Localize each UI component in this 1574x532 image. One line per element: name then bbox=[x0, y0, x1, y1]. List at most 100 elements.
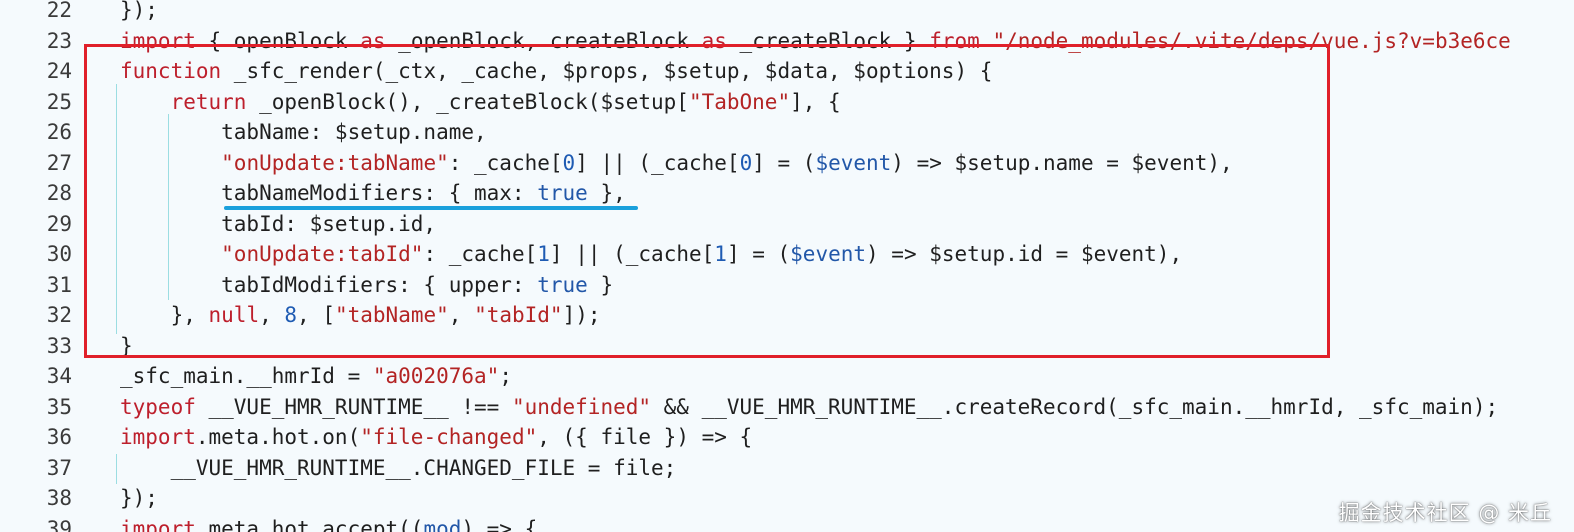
code-token: $event bbox=[790, 242, 867, 266]
code-token: , [ bbox=[297, 303, 335, 327]
line-number: 33 bbox=[46, 333, 72, 358]
code-token: "a002076a" bbox=[372, 364, 500, 388]
code-token: }); bbox=[120, 486, 158, 510]
code-token: ) => $setup.name = $event), bbox=[891, 150, 1233, 175]
code-line[interactable]: 29 tabId: $setup.id, bbox=[0, 209, 1574, 239]
code-token: typeof bbox=[120, 394, 196, 419]
code-token: ) => $setup.id = $event), bbox=[866, 242, 1183, 266]
indent-guide bbox=[116, 84, 117, 334]
code-token: mod bbox=[423, 516, 462, 532]
line-number: 34 bbox=[46, 364, 72, 388]
code-text: import.meta.hot.on("file-changed", ({ fi… bbox=[120, 422, 752, 452]
code-token: "undefined" bbox=[511, 394, 652, 419]
code-token: } bbox=[120, 333, 133, 358]
code-token: ; bbox=[499, 364, 512, 388]
code-token: tabId: $setup.id, bbox=[120, 211, 437, 236]
annotation-underline bbox=[224, 206, 638, 210]
code-line[interactable]: 38}); bbox=[0, 483, 1574, 513]
code-token: }, bbox=[120, 303, 209, 327]
code-token: "TabOne" bbox=[688, 89, 791, 114]
code-text: import { openBlock as _openBlock, create… bbox=[120, 26, 1511, 56]
code-token bbox=[980, 29, 993, 53]
code-token: from bbox=[929, 28, 980, 53]
line-number: 32 bbox=[46, 303, 72, 327]
line-number: 26 bbox=[46, 120, 72, 144]
code-token: _createBlock } bbox=[726, 28, 930, 53]
code-token: , ({ file }) => { bbox=[537, 425, 753, 449]
code-line[interactable]: 35 typeof __VUE_HMR_RUNTIME__ !== "undefi… bbox=[0, 392, 1574, 422]
line-number: 28 bbox=[46, 181, 72, 205]
indent-guide bbox=[168, 114, 169, 300]
code-token: as bbox=[360, 28, 386, 53]
code-token: && __VUE_HMR_RUNTIME__.createRecord(_sfc… bbox=[651, 394, 1499, 419]
line-number: 35 bbox=[46, 394, 72, 419]
line-number: 27 bbox=[46, 150, 72, 175]
code-token: 0 bbox=[739, 150, 753, 175]
code-token: .meta.hot.on( bbox=[195, 425, 361, 449]
code-text: } bbox=[120, 331, 133, 361]
code-line[interactable]: 31 tabIdModifiers: { upper: true } bbox=[0, 270, 1574, 300]
code-token: { openBlock bbox=[195, 28, 361, 53]
code-line[interactable]: 30 "onUpdate:tabId": _cache[1] || (_cach… bbox=[0, 239, 1574, 269]
line-number: 38 bbox=[46, 486, 72, 510]
code-text: _sfc_main.__hmrId = "a002076a"; bbox=[120, 361, 512, 391]
code-line[interactable]: 33} bbox=[0, 331, 1574, 361]
code-text: tabNameModifiers: { max: true }, bbox=[120, 178, 626, 208]
watermark: 掘金技术社区 @ 米丘 bbox=[1338, 501, 1552, 525]
code-text: "onUpdate:tabName": _cache[0] || (_cache… bbox=[120, 148, 1233, 178]
line-number: 22 bbox=[46, 0, 72, 22]
code-token: true bbox=[537, 272, 588, 297]
line-number: 29 bbox=[46, 211, 72, 236]
code-line[interactable]: 34 _sfc_main.__hmrId = "a002076a"; bbox=[0, 361, 1574, 391]
code-text: typeof __VUE_HMR_RUNTIME__ !== "undefine… bbox=[120, 392, 1498, 422]
code-line[interactable]: 32 }, null, 8, ["tabName", "tabId"]); bbox=[0, 300, 1574, 330]
code-token: } bbox=[587, 272, 614, 297]
code-line[interactable]: 28 tabNameModifiers: { max: true }, bbox=[0, 178, 1574, 208]
code-line[interactable]: 26 tabName: $setup.name, bbox=[0, 117, 1574, 147]
code-token: ] || (_cache[ bbox=[549, 242, 715, 266]
code-text: }); bbox=[120, 483, 158, 513]
code-token: "/node_modules/.vite/deps/vue.js?v=b3e6c… bbox=[992, 28, 1511, 53]
code-text: }); bbox=[120, 0, 158, 25]
code-token: 0 bbox=[562, 150, 576, 175]
line-number: 36 bbox=[46, 425, 72, 449]
code-text: __VUE_HMR_RUNTIME__.CHANGED_FILE = file; bbox=[120, 453, 677, 483]
code-line[interactable]: 36 import.meta.hot.on("file-changed", ({ … bbox=[0, 422, 1574, 452]
code-text: return _openBlock(), _createBlock($setup… bbox=[120, 87, 841, 117]
code-token: _sfc_main.__hmrId = bbox=[120, 364, 373, 388]
line-number: 31 bbox=[46, 272, 72, 297]
code-text: tabIdModifiers: { upper: true } bbox=[120, 270, 613, 300]
code-token: "file-changed" bbox=[360, 425, 538, 449]
code-token: __VUE_HMR_RUNTIME__ !== bbox=[195, 394, 512, 419]
code-line[interactable]: 27 "onUpdate:tabName": _cache[0] || (_ca… bbox=[0, 148, 1574, 178]
code-token: 1 bbox=[714, 242, 727, 266]
code-token: , bbox=[448, 303, 475, 327]
code-line[interactable]: 22}); bbox=[0, 0, 1574, 25]
code-text: import.meta.hot.accept((mod) => { bbox=[120, 514, 537, 532]
code-token: , bbox=[259, 303, 285, 327]
code-token: 8 bbox=[284, 303, 298, 327]
code-token: as bbox=[701, 28, 727, 53]
code-line[interactable]: 37 __VUE_HMR_RUNTIME__.CHANGED_FILE = fi… bbox=[0, 453, 1574, 483]
code-text: tabName: $setup.name, bbox=[120, 117, 487, 147]
code-line[interactable]: 25 return _openBlock(), _createBlock($se… bbox=[0, 87, 1574, 117]
code-token: ] = ( bbox=[726, 242, 791, 266]
code-token bbox=[120, 90, 171, 114]
code-token: "onUpdate:tabId" bbox=[221, 242, 424, 266]
code-text: tabId: $setup.id, bbox=[120, 209, 436, 239]
code-token: function bbox=[120, 59, 222, 83]
line-number: 24 bbox=[46, 59, 72, 83]
code-token: ] = ( bbox=[752, 150, 816, 175]
code-text: }, null, 8, ["tabName", "tabId"]); bbox=[120, 300, 601, 330]
code-token: }); bbox=[120, 0, 158, 22]
code-token bbox=[120, 151, 221, 175]
indent-guide bbox=[116, 454, 117, 484]
code-token: _openBlock(), _createBlock($setup[ bbox=[246, 89, 689, 114]
line-number: 30 bbox=[46, 242, 72, 266]
line-number: 37 bbox=[46, 455, 72, 480]
code-token: "tabName" bbox=[334, 303, 449, 327]
